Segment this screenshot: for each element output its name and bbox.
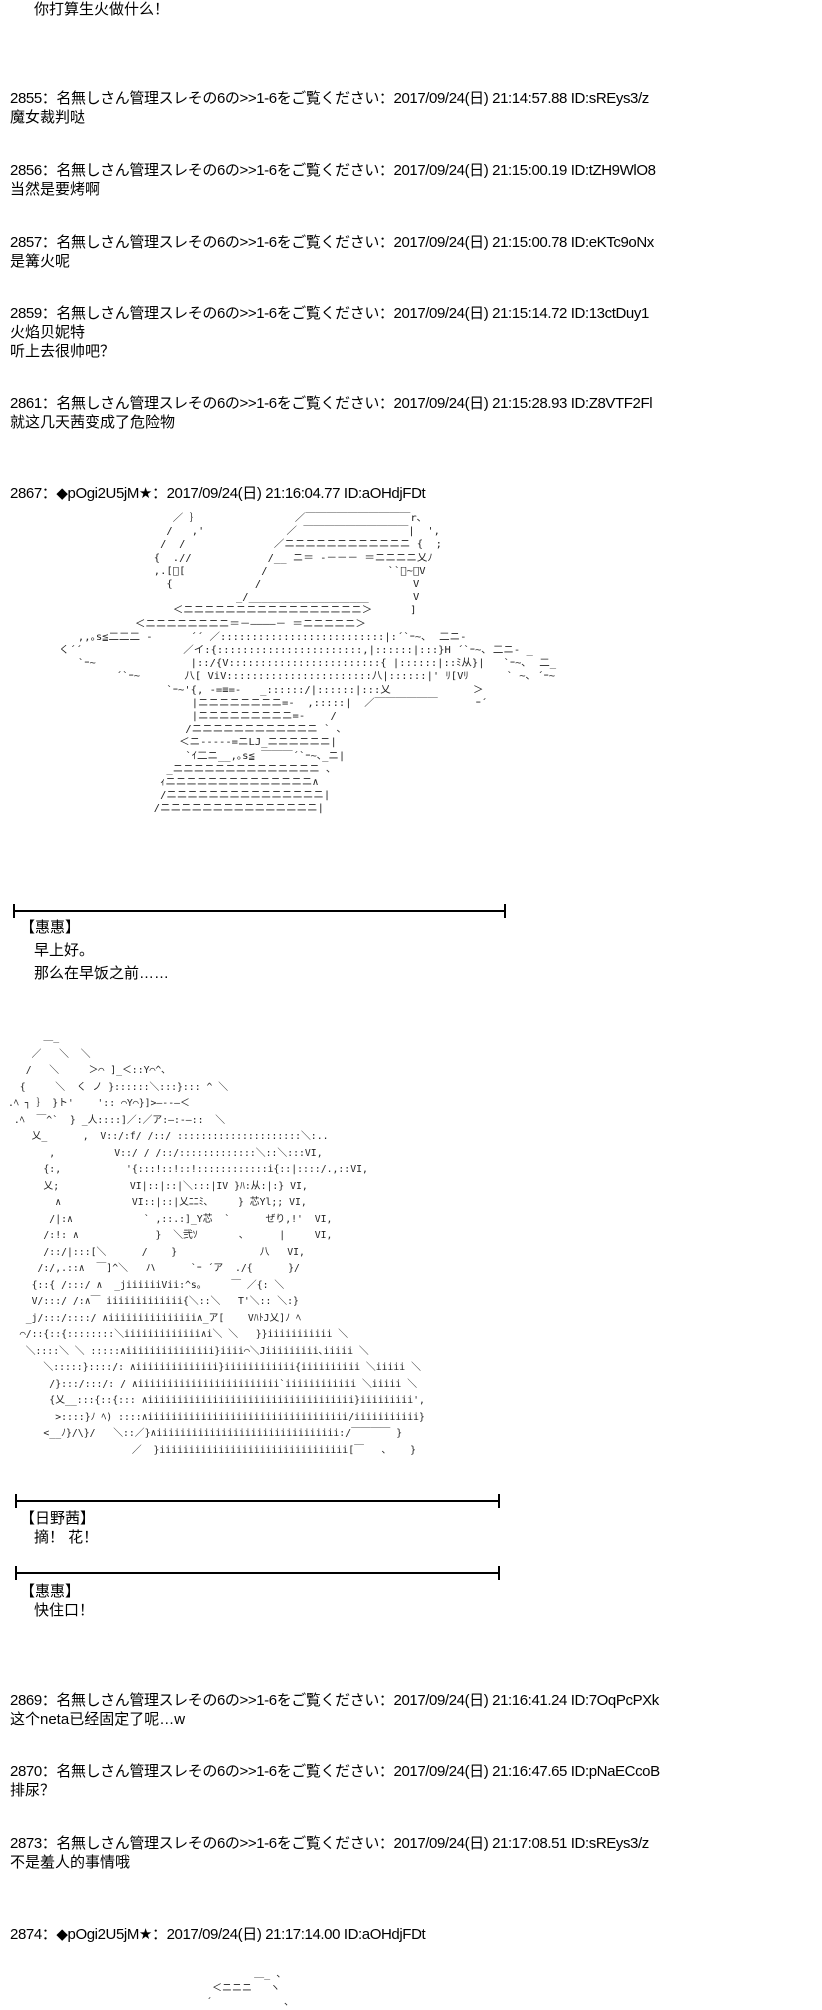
post-2869: 2869：名無しさん管理スレその6の>>1-6をご覧ください：2017/09/2… [10,1691,659,1729]
ascii-art-character: ＿_ ／ ＼ ＼ / ＼ ＞⌒ ]_＜::Y⌒^､ { ＼ く ノ }:::::… [8,1032,425,1456]
post-body-line: 听上去很帅吧？ [10,343,116,360]
post-body-line: 这个neta已经固定了呢…w [10,1711,186,1728]
post-body-line: 排尿？ [10,1782,56,1799]
speaker-name: 【惠惠】 [20,919,81,936]
post-2874: 2874：◆pOgi2U5jM★：2017/09/24(日) 21:17:14.… [10,1925,426,1944]
ascii-art-partial: ＿_ 、 ＜ニニニ ヽ ´ ､ [206,1969,290,2008]
post-2870: 2870：名無しさん管理スレその6の>>1-6をご覧ください：2017/09/2… [10,1762,660,1800]
post-body-line: 火焰贝妮特 [10,324,86,341]
dialogue-line: 早上好。 [34,942,95,959]
post-header: 2857：名無しさん管理スレその6の>>1-6をご覧ください：2017/09/2… [10,234,654,251]
divider [15,1494,500,1508]
dialogue-block: 【日野茜】 摘！ 花！ [20,1509,98,1547]
post-body-line: 就这几天茜变成了危险物 [10,414,176,431]
speaker-name: 【惠惠】 [20,1583,81,1600]
post-2873: 2873：名無しさん管理スレその6の>>1-6をご覧ください：2017/09/2… [10,1834,649,1872]
dialogue-block: 【惠惠】 快住口！ [20,1582,94,1620]
dialogue-line: 那么在早饭之前…… [34,965,170,982]
divider [15,1566,500,1580]
post-2867: 2867：◆pOgi2U5jM★：2017/09/24(日) 21:16:04.… [10,484,426,503]
speaker-name: 【日野茜】 [20,1510,96,1527]
post-2859: 2859：名無しさん管理スレその6の>>1-6をご覧ください：2017/09/2… [10,304,649,361]
post-header: 2856：名無しさん管理スレその6の>>1-6をご覧ください：2017/09/2… [10,162,656,179]
ascii-art-hat: ／ ｝ ／￣￣￣￣￣￣￣￣￣￣r､ / ,' ／ ￣￣￣￣￣￣￣￣￣￣| ', … [58,513,557,815]
post-body-line: 魔女裁判哒 [10,109,86,126]
post-header: 2869：名無しさん管理スレその6の>>1-6をご覧ください：2017/09/2… [10,1692,659,1709]
dialogue-line: 快住口！ [34,1602,95,1619]
post-body-line: 当然是要烤啊 [10,181,101,198]
post-2855: 2855：名無しさん管理スレその6の>>1-6をご覧ください：2017/09/2… [10,89,649,127]
post-body-line: 是篝火呢 [10,253,71,270]
post-header: 2855：名無しさん管理スレその6の>>1-6をご覧ください：2017/09/2… [10,90,649,107]
post-2861: 2861：名無しさん管理スレその6の>>1-6をご覧ください：2017/09/2… [10,394,653,432]
post-header: 2873：名無しさん管理スレその6の>>1-6をご覧ください：2017/09/2… [10,1835,649,1852]
post-2856: 2856：名無しさん管理スレその6の>>1-6をご覧ください：2017/09/2… [10,161,656,199]
post-2857: 2857：名無しさん管理スレその6の>>1-6をご覧ください：2017/09/2… [10,233,654,271]
post-header: 2859：名無しさん管理スレその6の>>1-6をご覧ください：2017/09/2… [10,305,649,322]
divider [13,904,506,918]
dialogue-line: 摘！ 花！ [34,1529,99,1546]
post-header: 2861：名無しさん管理スレその6の>>1-6をご覧ください：2017/09/2… [10,395,653,412]
post-header: 2874：◆pOgi2U5jM★：2017/09/24(日) 21:17:14.… [10,1926,426,1943]
post-body-line: 不是羞人的事情哦 [10,1854,131,1871]
post-header: 2867：◆pOgi2U5jM★：2017/09/24(日) 21:16:04.… [10,485,426,502]
post-header: 2870：名無しさん管理スレその6の>>1-6をご覧ください：2017/09/2… [10,1763,660,1780]
dialogue-block: 【惠惠】 早上好。 那么在早饭之前…… [20,918,169,983]
dialogue-line: 你打算生火做什么！ [34,1,170,18]
